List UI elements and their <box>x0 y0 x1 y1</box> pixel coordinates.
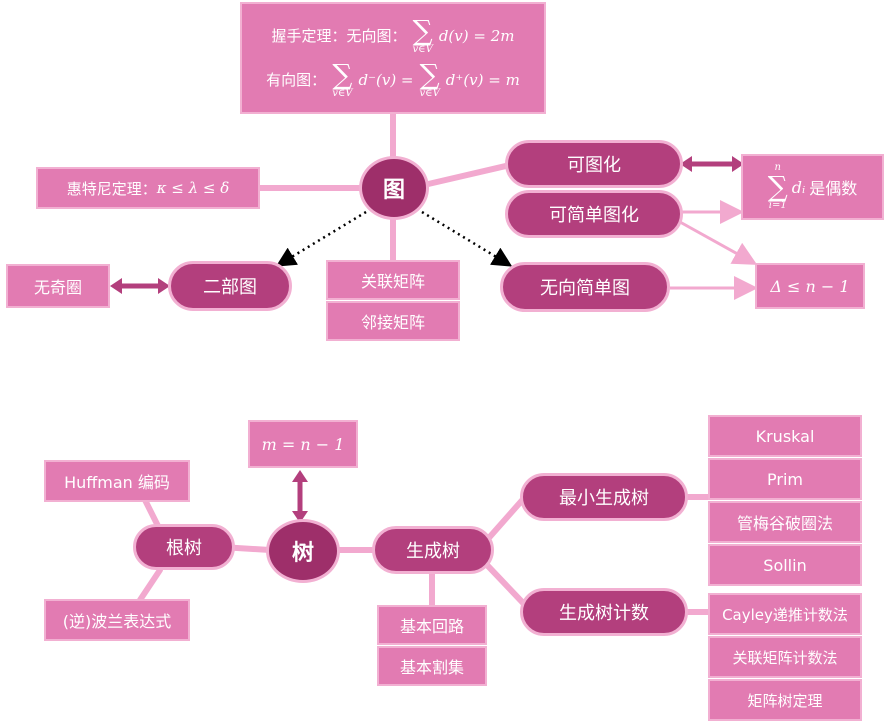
count-method-label: 矩阵树定理 <box>747 691 823 710</box>
whitney-formula: κ ≤ λ ≤ δ <box>156 179 230 197</box>
dotted-arrow-bipartite <box>275 210 367 267</box>
tree-hub-label: 树 <box>291 541 314 566</box>
max-degree-formula: Δ ≤ n − 1 <box>770 276 850 296</box>
handshake-label: 握手定理：无向图： <box>271 27 407 45</box>
polish-notation-label: (逆)波兰表达式 <box>62 612 172 631</box>
handshake-undirected-line: 握手定理：无向图： ∑v∈V d(v) = 2m <box>272 17 515 55</box>
edge-count-box: m = n − 1 <box>248 420 358 468</box>
rooted-tree-label: 根树 <box>166 538 202 559</box>
mst-label: 最小生成树 <box>559 488 649 509</box>
arrow-simple-maxdeg <box>679 220 758 265</box>
sum-icon: ∑v∈V <box>419 58 440 99</box>
graph-hub-label: 图 <box>382 178 405 203</box>
arrowhead <box>680 156 692 172</box>
huffman-label: Huffman 编码 <box>64 473 170 492</box>
degree-sum-text: 是偶数 <box>809 179 858 198</box>
fundamental-cycle-label: 基本回路 <box>399 617 464 636</box>
simple-undirected-graph-label: 无向简单图 <box>540 278 630 299</box>
edge-rooted-polish <box>137 567 163 603</box>
count-method-label: Cayley递推计数法 <box>722 605 848 624</box>
graphical-label: 可图化 <box>567 155 621 176</box>
mst-algo-cycle-breaking: 管梅谷破圈法 <box>708 501 862 543</box>
count-method-cayley: Cayley递推计数法 <box>708 593 862 635</box>
sum-icon: n ∑ i=1 <box>767 162 788 211</box>
simple-undirected-graph-node[interactable]: 无向简单图 <box>500 262 670 312</box>
edge-count-formula: m = n − 1 <box>261 434 345 454</box>
graphical-node[interactable]: 可图化 <box>505 140 683 188</box>
sum-icon: ∑v∈V <box>332 58 353 99</box>
degree-sum-box: n ∑ i=1 dᵢ 是偶数 <box>741 154 884 220</box>
fundamental-cutset-label: 基本割集 <box>399 658 464 677</box>
bipartite-node[interactable]: 二部图 <box>168 261 292 311</box>
mst-node[interactable]: 最小生成树 <box>520 473 688 521</box>
spanning-tree-count-node[interactable]: 生成树计数 <box>520 588 688 636</box>
fundamental-cutset-box: 基本割集 <box>377 646 487 686</box>
outdegree-term: d⁺(v) = m <box>445 71 520 89</box>
count-method-matrix-tree: 矩阵树定理 <box>708 679 862 721</box>
indegree-term: d⁻(v) = <box>358 71 414 89</box>
arrowhead <box>158 278 170 294</box>
arrowhead <box>732 156 744 172</box>
degree-term: dᵢ <box>791 177 806 197</box>
count-method-incidence: 关联矩阵计数法 <box>708 636 862 678</box>
whitney-theorem-box: 惠特尼定理： κ ≤ λ ≤ δ <box>36 167 260 209</box>
edge-spanning-mst <box>484 494 528 543</box>
handshake-undirected-term: d(v) = 2m <box>438 27 515 45</box>
edge-spanning-count <box>484 562 528 608</box>
fundamental-cycle-box: 基本回路 <box>377 605 487 645</box>
whitney-label: 惠特尼定理： <box>66 179 157 198</box>
edge-hub-graphical <box>421 162 513 188</box>
arrowhead <box>292 470 308 482</box>
odd-cycle-box: 无奇圈 <box>6 264 110 308</box>
huffman-box: Huffman 编码 <box>44 460 190 502</box>
mst-algo-sollin: Sollin <box>708 544 862 586</box>
simple-graphical-node[interactable]: 可简单图化 <box>505 190 683 238</box>
spanning-tree-node[interactable]: 生成树 <box>372 526 494 574</box>
sum-icon: ∑v∈V <box>412 14 433 55</box>
bipartite-label: 二部图 <box>203 277 257 298</box>
dotted-arrow-simple-graph <box>421 210 513 267</box>
arrowhead <box>110 278 122 294</box>
incidence-matrix-label: 关联矩阵 <box>360 272 425 291</box>
adjacency-matrix-box: 邻接矩阵 <box>326 301 460 341</box>
handshake-directed-line: 有向图： ∑v∈V d⁻(v) = ∑v∈V d⁺(v) = m <box>266 61 520 99</box>
odd-cycle-label: 无奇圈 <box>33 278 82 297</box>
mst-algo-prim: Prim <box>708 458 862 500</box>
mst-algo-kruskal: Kruskal <box>708 415 862 457</box>
rooted-tree-node[interactable]: 根树 <box>133 524 235 570</box>
adjacency-matrix-label: 邻接矩阵 <box>360 313 425 332</box>
mst-algo-label: Prim <box>767 469 803 489</box>
mst-algo-label: Kruskal <box>755 426 815 446</box>
incidence-matrix-box: 关联矩阵 <box>326 260 460 300</box>
directed-label: 有向图： <box>266 71 327 89</box>
spanning-tree-label: 生成树 <box>406 541 460 562</box>
max-degree-box: Δ ≤ n − 1 <box>755 263 865 309</box>
arrowhead <box>292 511 308 523</box>
mst-algo-label: 管梅谷破圈法 <box>736 514 833 533</box>
handshake-theorem-box: 握手定理：无向图： ∑v∈V d(v) = 2m 有向图： ∑v∈V d⁻(v)… <box>240 2 546 114</box>
mst-algo-label: Sollin <box>763 555 807 575</box>
polish-notation-box: (逆)波兰表达式 <box>44 599 190 641</box>
spanning-tree-count-label: 生成树计数 <box>559 603 649 624</box>
count-method-label: 关联矩阵计数法 <box>732 648 838 667</box>
simple-graphical-label: 可简单图化 <box>549 205 639 226</box>
graph-hub[interactable]: 图 <box>359 156 429 220</box>
tree-hub[interactable]: 树 <box>266 519 340 583</box>
